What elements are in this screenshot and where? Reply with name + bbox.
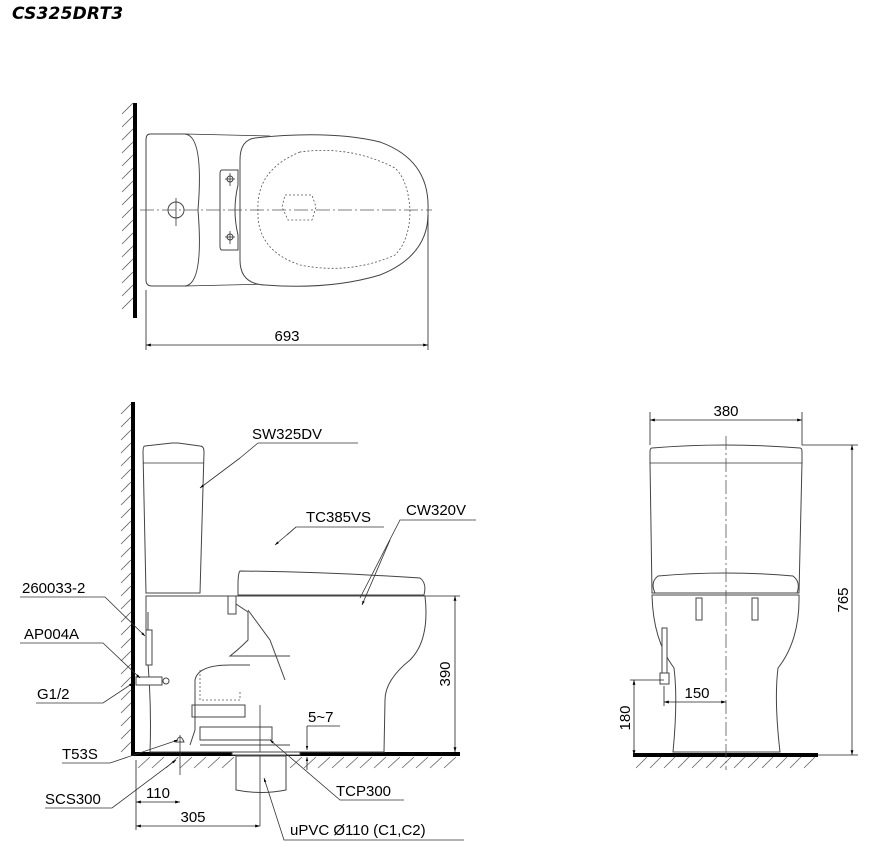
top-view: 693 (121, 102, 432, 350)
floor-hatch-front (635, 756, 816, 769)
drain-pipe (235, 755, 287, 793)
callout-scs300: SCS300 (45, 791, 101, 808)
callout-tc385vs: TC385VS (306, 509, 371, 526)
dim-length: 693 (274, 328, 299, 345)
callout-upvc-pipe: uPVC Ø110 (C1,C2) (290, 822, 426, 839)
callout-260033-2: 260033-2 (22, 580, 85, 597)
side-view: SW325DV TC385VS CW320V 260033-2 AP004A G… (20, 402, 476, 841)
dim-inlet-offset: 150 (684, 685, 709, 702)
front-view: 380 765 150 180 (617, 403, 858, 770)
dim-rough-in: 305 (180, 809, 205, 826)
floor-hatch-side (137, 756, 457, 769)
bowl-side (145, 595, 427, 753)
callout-sw325dv: SW325DV (252, 426, 322, 443)
dim-gap: 5~7 (308, 709, 333, 726)
callout-t53s: T53S (62, 746, 98, 763)
seat-top (239, 134, 429, 287)
seat-side (237, 570, 426, 596)
flex-hose (145, 629, 153, 666)
wall-hatch-top (121, 102, 137, 318)
dim-bolt-from-wall: 110 (146, 785, 170, 802)
dim-width: 380 (713, 403, 738, 420)
drain-outline (281, 194, 317, 221)
bowl-front (651, 594, 800, 753)
callout-ap004a: AP004A (24, 626, 79, 643)
angle-valve (135, 676, 163, 686)
callout-g1-2: G1/2 (37, 686, 70, 703)
callout-tcp300: TCP300 (336, 783, 391, 800)
flex-hose-front (661, 627, 668, 674)
callout-cw320v: CW320V (406, 502, 466, 519)
dim-seat-height: 390 (437, 661, 454, 686)
dim-total-height: 765 (835, 587, 852, 612)
wall-hatch-side (120, 403, 132, 753)
dim-inlet-height: 180 (617, 705, 634, 730)
tank-side (142, 442, 205, 594)
model-title: CS325DRT3 (12, 4, 124, 24)
